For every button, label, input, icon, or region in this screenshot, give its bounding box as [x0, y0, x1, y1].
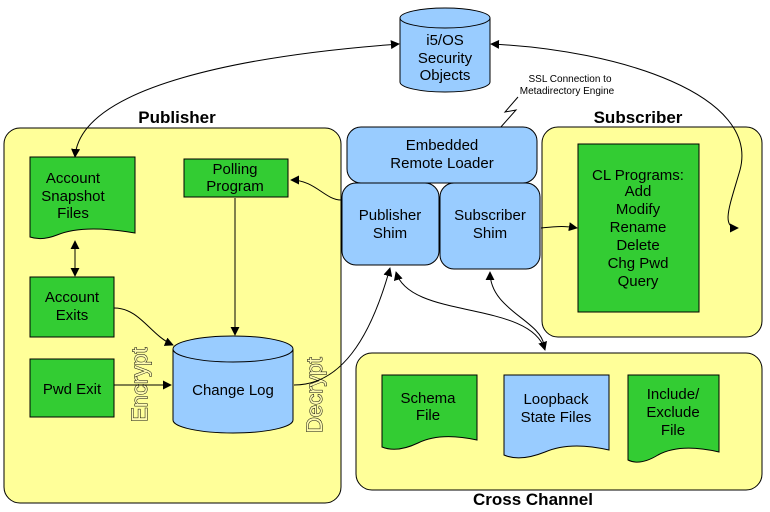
include-label-1: Include/	[647, 386, 700, 403]
publisher-title: Publisher	[138, 108, 216, 127]
include-label-2: Exclude	[646, 404, 699, 421]
arrow-shim-polling	[290, 175, 342, 201]
arrow-i5os-snapshot	[71, 40, 400, 158]
snapshot-label-1: Account	[46, 170, 101, 187]
ssl-note-2: Metadirectory Engine	[520, 86, 615, 97]
cl-label-3: Rename	[610, 219, 667, 236]
schema-file: Schema File	[381, 374, 478, 450]
publisher-shim: Publisher Shim	[341, 182, 440, 266]
pwd-exit: Pwd Exit	[29, 358, 115, 418]
snapshot-label-3: Files	[57, 205, 89, 222]
account-snapshot-files: Account Snapshot Files	[29, 156, 136, 240]
subscriber-shim-label-1: Subscriber	[454, 207, 526, 224]
subscriber-shim: Subscriber Shim	[439, 182, 541, 270]
loader-label-2: Remote Loader	[390, 155, 493, 172]
subscriber-shim-label-2: Shim	[473, 225, 507, 242]
cl-label-1: Add	[625, 183, 652, 200]
polling-label-2: Program	[206, 178, 264, 195]
arrow-exits-changelog	[113, 307, 174, 346]
loopback-label-1: Loopback	[523, 391, 589, 408]
polling-program: Polling Program	[183, 158, 289, 198]
change-log-label: Change Log	[192, 382, 274, 399]
cl-label-0: CL Programs:	[592, 167, 684, 184]
polling-label-1: Polling	[212, 161, 257, 178]
ssl-lightning	[499, 96, 519, 129]
include-exclude-file: Include/ Exclude File	[627, 374, 720, 463]
arrow-i5os-clprograms	[490, 39, 743, 233]
embedded-remote-loader: Embedded Remote Loader	[346, 126, 538, 184]
i5os-label-2: Security	[418, 50, 473, 67]
pwd-exit-label: Pwd Exit	[43, 381, 102, 398]
include-label-3: File	[661, 422, 685, 439]
loader-label-1: Embedded	[406, 137, 479, 154]
arrow-pubshim-crosschannel	[393, 271, 547, 351]
ssl-note-1: SSL Connection to	[528, 74, 611, 85]
change-log: Change Log	[172, 335, 294, 434]
arrow-subshim-clprograms	[540, 222, 578, 232]
account-exits: Account Exits	[29, 276, 115, 338]
snapshot-label-2: Snapshot	[41, 188, 105, 205]
schema-label-2: File	[416, 407, 440, 424]
subscriber-title: Subscriber	[594, 108, 683, 127]
cl-programs: CL Programs: Add Modify Rename Delete Ch…	[577, 143, 700, 313]
publisher-shim-label-1: Publisher	[359, 207, 422, 224]
cross-channel-title: Cross Channel	[473, 490, 593, 509]
i5os-label-3: Objects	[420, 67, 471, 84]
account-exits-label-1: Account	[45, 289, 100, 306]
loopback-state-files: Loopback State Files	[503, 374, 610, 459]
account-exits-label-2: Exits	[56, 307, 89, 324]
arrow-changelog-pubshim	[293, 267, 393, 386]
cl-label-2: Modify	[616, 201, 661, 218]
publisher-shim-label-2: Shim	[373, 225, 407, 242]
decrypt-label: Decrypt	[302, 357, 327, 433]
i5os-label-1: i5/OS	[426, 32, 464, 49]
loopback-label-2: State Files	[521, 409, 592, 426]
cl-label-6: Query	[618, 273, 659, 290]
cl-label-4: Delete	[616, 237, 659, 254]
i5os-security-objects: i5/OS Security Objects	[399, 7, 491, 93]
schema-label-1: Schema	[400, 390, 456, 407]
cl-label-5: Chg Pwd	[608, 255, 669, 272]
arrow-subshim-crosschannel	[485, 271, 545, 346]
